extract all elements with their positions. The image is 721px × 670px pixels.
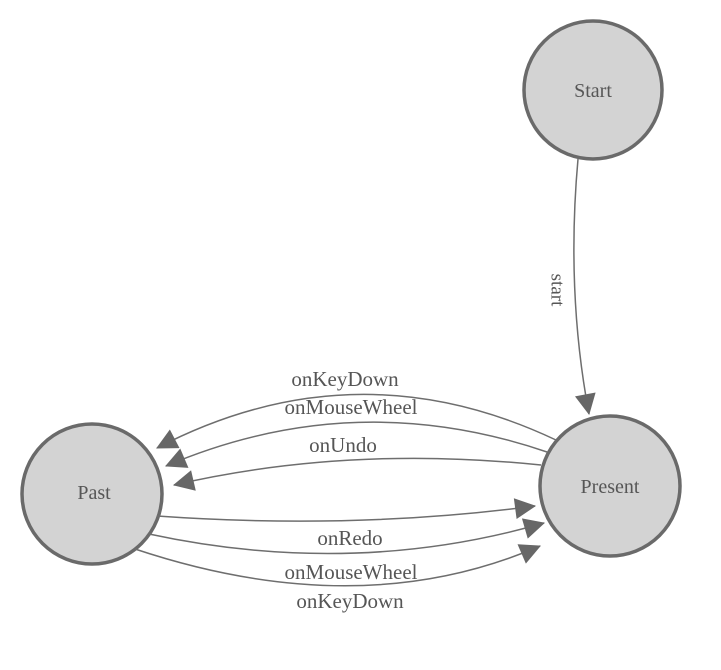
edge-start-to-present[interactable]: start bbox=[547, 158, 596, 416]
edge-label-onkeydown-bottom: onKeyDown bbox=[296, 589, 404, 613]
edge-past-to-present-onmousewheel[interactable]: onMouseWheel bbox=[148, 518, 546, 584]
edge-present-to-past-onmousewheel-line[interactable] bbox=[165, 421, 548, 468]
edge-past-to-present-onredo-line[interactable] bbox=[156, 498, 537, 522]
edge-present-to-past-onmousewheel[interactable]: onMouseWheel bbox=[165, 395, 548, 468]
edge-start-to-present-line[interactable] bbox=[573, 158, 596, 416]
node-past-circle[interactable] bbox=[20, 422, 164, 566]
edge-present-to-past-onkeydown[interactable]: onKeyDown bbox=[156, 367, 557, 449]
node-past[interactable]: Past bbox=[20, 422, 164, 566]
edge-present-to-past-onundo[interactable]: onUndo bbox=[172, 433, 542, 491]
edge-label-onmousewheel-top: onMouseWheel bbox=[285, 395, 418, 419]
edge-label-start: start bbox=[547, 274, 568, 307]
edge-present-to-past-onkeydown-line[interactable] bbox=[156, 393, 557, 449]
edge-label-onmousewheel-bottom: onMouseWheel bbox=[285, 560, 418, 584]
edge-past-to-present-onkeydown[interactable]: onKeyDown bbox=[134, 544, 541, 613]
edge-past-to-present-onmousewheel-line[interactable] bbox=[148, 518, 546, 555]
node-present-circle[interactable] bbox=[538, 414, 682, 558]
edge-past-to-present-onkeydown-line[interactable] bbox=[134, 544, 541, 587]
node-present-label: Present bbox=[581, 476, 640, 498]
edge-past-to-present-onredo[interactable]: onRedo bbox=[156, 498, 537, 550]
node-start-circle[interactable] bbox=[522, 19, 664, 161]
node-start-label: Start bbox=[574, 80, 612, 102]
edge-label-onredo: onRedo bbox=[317, 526, 382, 550]
edge-label-onkeydown-top: onKeyDown bbox=[291, 367, 399, 391]
edge-label-onundo: onUndo bbox=[309, 433, 377, 457]
node-present[interactable]: Present bbox=[538, 414, 682, 558]
node-start[interactable]: Start bbox=[522, 19, 664, 161]
edge-present-to-past-onundo-line[interactable] bbox=[172, 457, 542, 491]
node-past-label: Past bbox=[77, 482, 111, 504]
